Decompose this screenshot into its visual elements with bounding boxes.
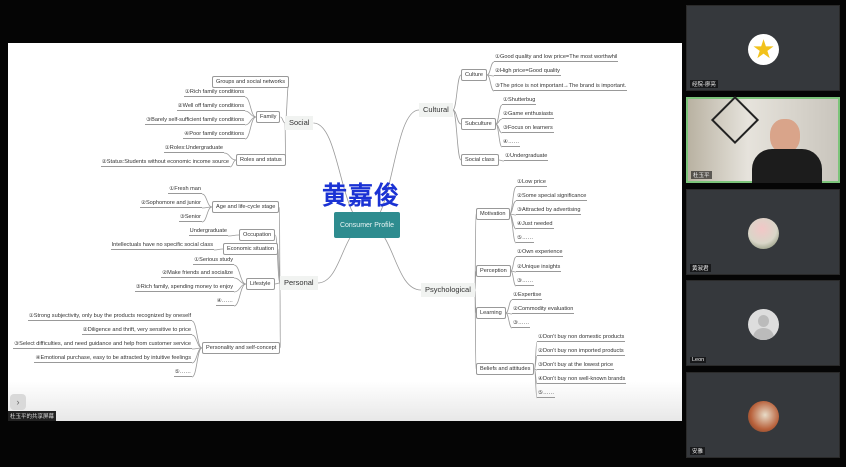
leaf[interactable]: ④Just needed <box>516 221 554 229</box>
shared-screen <box>8 43 682 421</box>
leaf[interactable]: ②Game enthusiasts <box>502 111 555 119</box>
leaf[interactable]: ②High price=Good quality <box>494 68 561 76</box>
participant-name: 经院-廖亮 <box>690 80 718 88</box>
participant-tile[interactable]: 安雅 <box>686 372 840 458</box>
node-family[interactable]: Family <box>256 111 281 123</box>
leaf[interactable]: ①Fresh man <box>168 186 202 194</box>
participant-name: 杜玉平 <box>691 171 712 179</box>
expand-panel-button[interactable]: › <box>10 394 26 410</box>
mindmap-root-node[interactable]: Consumer Profile <box>334 212 400 238</box>
leaf[interactable]: ③The price is not important→The brand is… <box>494 83 628 91</box>
leaf[interactable]: ①Undergraduate <box>504 153 549 161</box>
node-perception[interactable]: Perception <box>476 265 511 277</box>
leaf[interactable]: ①Low price <box>516 179 547 187</box>
leaf[interactable]: ④Don't buy non well-known brands <box>537 376 627 384</box>
participant-tile[interactable]: ★ 经院-廖亮 <box>686 5 840 91</box>
leaf[interactable]: ②Sophomore and junior <box>139 200 202 208</box>
leaf[interactable]: ①Rich family conditions <box>183 89 245 97</box>
star-avatar-icon: ★ <box>748 34 779 65</box>
leaf[interactable]: ④…… <box>502 139 521 147</box>
node-motivation[interactable]: Motivation <box>476 208 510 220</box>
leaf[interactable]: ①Own experience <box>516 249 564 257</box>
leaf[interactable]: ⑤…… <box>537 390 556 398</box>
leaf[interactable]: ②Don't buy non imported products <box>537 348 625 356</box>
chevron-right-icon: › <box>16 397 20 407</box>
leaf[interactable]: ②Unique insights <box>516 264 562 272</box>
node-lifestyle[interactable]: Lifestyle <box>246 278 275 290</box>
flower-avatar-icon <box>748 218 779 249</box>
leaf[interactable]: ①Shutterbug <box>502 97 537 105</box>
speaker-face <box>770 119 800 153</box>
node-personality[interactable]: Personality and self-concept <box>202 342 281 354</box>
node-groups[interactable]: Groups and social networks <box>212 76 290 88</box>
leaf[interactable]: Intellectuals have no specific social cl… <box>110 242 214 250</box>
leaf[interactable]: ③Senior <box>178 214 202 222</box>
watermark-name: 黄嘉俊 <box>322 181 401 210</box>
default-user-avatar-icon <box>748 309 779 340</box>
leaf[interactable]: ④Poor family conditions <box>183 131 245 139</box>
leaf[interactable]: ②Well off family conditions <box>176 103 245 111</box>
leaf[interactable]: ④Emotional purchase, easy to be attracte… <box>34 355 192 363</box>
leaf[interactable]: ②Commodity evaluation <box>512 306 575 314</box>
participant-tile[interactable]: 黄淑君 <box>686 189 840 275</box>
participant-tile-active-speaker[interactable]: 杜玉平 <box>686 95 840 183</box>
wall-decoration <box>710 95 760 145</box>
leaf[interactable]: ③Select difficulties, and need guidance … <box>13 341 192 349</box>
leaf[interactable]: ②Diligence and thrift, very sensitive to… <box>81 327 192 335</box>
leaf[interactable]: ②Some special significance <box>516 193 588 201</box>
leaf[interactable]: ②Status:Students without economic income… <box>100 159 230 167</box>
leaf[interactable]: ③Barely self-sufficient family condition… <box>145 117 245 125</box>
speaker-body <box>752 149 822 183</box>
node-personal[interactable]: Personal <box>280 276 318 290</box>
leaf[interactable]: ①Serious study <box>193 257 234 265</box>
node-subculture[interactable]: Subculture <box>461 118 496 130</box>
participant-tile[interactable]: Leon <box>686 280 840 366</box>
participant-name: 黄淑君 <box>690 264 711 272</box>
leaf[interactable]: ③…… <box>512 320 531 328</box>
leaf[interactable]: Undergraduate <box>188 228 228 236</box>
node-roles-status[interactable]: Roles and status <box>236 154 286 166</box>
leaf[interactable]: ⑤…… <box>516 235 535 243</box>
leaf[interactable]: ①Good quality and low price=The most wor… <box>494 54 619 62</box>
painting-avatar-icon <box>748 401 779 432</box>
leaf[interactable]: ④…… <box>215 298 234 306</box>
leaf[interactable]: ③Attracted by advertising <box>516 207 582 215</box>
node-beliefs[interactable]: Beliefs and attitudes <box>476 363 535 375</box>
participant-name: Leon <box>690 357 707 363</box>
node-cultural[interactable]: Cultural <box>419 103 453 117</box>
leaf[interactable]: ①Roles:Undergraduate <box>163 145 224 153</box>
node-social[interactable]: Social <box>285 116 314 130</box>
node-social-class[interactable]: Social class <box>461 154 499 166</box>
leaf[interactable]: ③Focus on learners <box>502 125 554 133</box>
screen-share-label: 杜玉平的共享屏幕 <box>8 411 57 421</box>
node-psychological[interactable]: Psychological <box>421 283 475 297</box>
node-economic[interactable]: Economic situation <box>223 243 278 255</box>
leaf[interactable]: ③Don't buy at the lowest price <box>537 362 615 370</box>
leaf[interactable]: ①Expertise <box>512 292 543 300</box>
leaf[interactable]: ②Make friends and socialize <box>161 270 234 278</box>
leaf[interactable]: ①Don't buy non domestic products <box>537 334 626 342</box>
leaf[interactable]: ⑤…… <box>173 369 192 377</box>
leaf[interactable]: ③…… <box>516 278 535 286</box>
node-learning[interactable]: Learning <box>476 307 506 319</box>
leaf[interactable]: ①Strong subjectivity, only buy the produ… <box>27 313 192 321</box>
node-culture[interactable]: Culture <box>461 69 488 81</box>
node-occupation[interactable]: Occupation <box>239 229 276 241</box>
node-age[interactable]: Age and life-cycle stage <box>212 201 280 213</box>
participant-name: 安雅 <box>690 447 706 455</box>
leaf[interactable]: ③Rich family, spending money to enjoy <box>134 284 234 292</box>
